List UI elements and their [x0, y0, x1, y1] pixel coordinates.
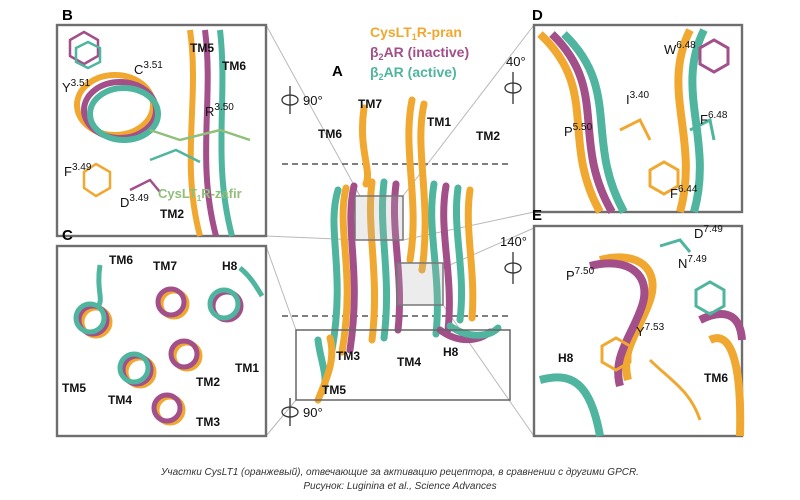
helix-bundle	[314, 96, 502, 404]
residue-p550: P5.50	[564, 122, 593, 139]
rotation-indicators	[281, 72, 522, 426]
label-tm1: TM1	[427, 115, 451, 129]
panel-d: D W6.48 I3.40 P5.50 F6.48 F6.44	[532, 7, 744, 215]
panel-a-receptor: A TM7 TM1 TM6 TM2 TM3 TM4 TM5 H8	[282, 63, 511, 404]
rotation-icon-e	[504, 252, 522, 284]
zoom-box-d	[396, 262, 444, 306]
label-c-tm6: TM6	[109, 253, 133, 267]
panel-e: E H8 TM6 D7.49 P7.50 N7.49 Y7.53	[532, 207, 746, 438]
rotation-label-e: 140°	[500, 234, 527, 249]
label-c-tm7: TM7	[153, 259, 177, 273]
label-tm4: TM4	[397, 355, 421, 369]
label-tm5: TM5	[322, 383, 346, 397]
ligand-label-zafirlukast: CysLT1R-zafir	[158, 186, 242, 203]
label-tm6: TM6	[318, 127, 342, 141]
panel-letter-a: A	[332, 63, 343, 80]
label-e-h8: H8	[558, 351, 574, 365]
panel-letter-d: D	[532, 7, 543, 24]
figure-caption: Участки CysLT1 (оранжевый), отвечающие з…	[161, 467, 639, 478]
label-c-tm2: TM2	[196, 375, 220, 389]
panel-letter-b: B	[62, 7, 73, 24]
rotation-icon-d	[504, 72, 522, 104]
panel-letter-e: E	[532, 207, 542, 224]
label-c-h8: H8	[222, 259, 238, 273]
residue-i340: I3.40	[626, 90, 650, 107]
zoom-box-b	[354, 195, 404, 241]
figure-credit: Рисунок: Luginina et al., Science Advanc…	[303, 481, 497, 492]
label-c-tm4: TM4	[108, 393, 132, 407]
label-b-tm6: TM6	[222, 59, 246, 73]
label-c-tm5: TM5	[62, 381, 86, 395]
residue-w648: W6.48	[664, 40, 696, 57]
legend-item-inactive: β2AR (inactive)	[370, 44, 469, 62]
residue-c351: C3.51	[134, 60, 163, 77]
label-tm7: TM7	[358, 97, 382, 111]
residue-n749: N7.49	[678, 254, 707, 271]
label-tm2: TM2	[476, 129, 500, 143]
zoom-box-c-e	[295, 329, 511, 401]
rotation-label-b: 90°	[303, 93, 323, 108]
panel-letter-c: C	[62, 227, 73, 244]
label-c-tm1: TM1	[235, 361, 259, 375]
residue-f349: F3.49	[64, 162, 92, 179]
residue-p750: P7.50	[566, 266, 595, 283]
rotation-label-d: 40°	[506, 54, 526, 69]
panel-c: C TM6 TM7 H8 TM1 TM5 TM2 TM4 TM3	[55, 227, 268, 438]
figure: A TM7 TM1 TM6 TM2 TM3 TM4 TM5 H8 CysLT1R…	[55, 7, 746, 438]
label-tm3: TM3	[336, 349, 360, 363]
rotation-label-c: 90°	[303, 405, 323, 420]
residue-y351: Y3.51	[62, 78, 91, 95]
residue-r350: R3.50	[205, 102, 234, 119]
residue-d749: D7.49	[694, 224, 723, 241]
residue-f644: F6.44	[670, 184, 698, 201]
legend-item-active: β2AR (active)	[370, 64, 457, 82]
residue-y753: Y7.53	[636, 322, 665, 339]
legend: CysLT1R-pran β2AR (inactive) β2AR (activ…	[370, 24, 469, 82]
rotation-icon-c	[281, 398, 299, 426]
panel-b: B TM5 TM6 TM2 C3.51 Y3.51 R3.50 F3.49 D3…	[55, 7, 268, 238]
rotation-icon-b	[281, 86, 299, 114]
legend-item-pranlukast: CysLT1R-pran	[370, 24, 462, 42]
label-c-tm3: TM3	[196, 415, 220, 429]
label-e-tm6: TM6	[704, 371, 728, 385]
label-b-tm2: TM2	[160, 207, 184, 221]
label-b-tm5: TM5	[190, 41, 214, 55]
residue-d349: D3.49	[120, 193, 149, 210]
residue-f648: F6.48	[700, 110, 728, 127]
label-h8: H8	[443, 345, 459, 359]
